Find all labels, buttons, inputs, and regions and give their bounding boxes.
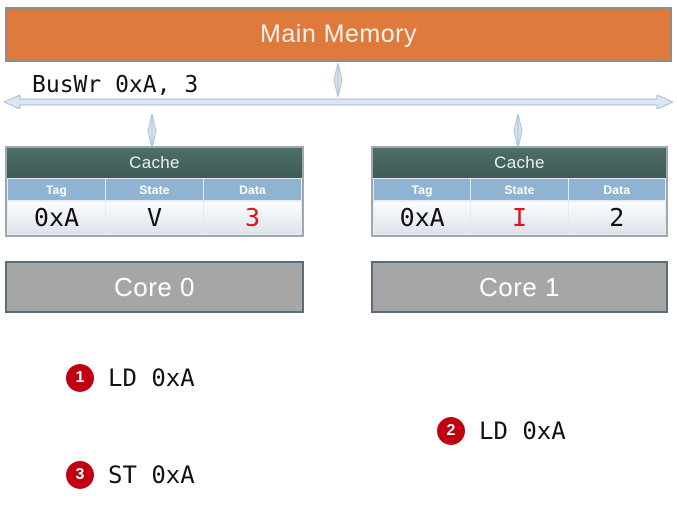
bus-cache1-connector-arrow [513, 114, 523, 148]
core1-block: Core 1 [371, 261, 668, 313]
step-3-text: ST 0xA [108, 461, 195, 489]
cache0-cell-tag: 0xA [7, 200, 106, 235]
cache0-col-state: State [105, 178, 204, 201]
cache1-table: Tag State Data 0xA I 2 [372, 178, 667, 235]
step-2-text: LD 0xA [479, 417, 566, 445]
cache1-cell-data: 2 [567, 200, 667, 235]
core0-label: Core 0 [113, 271, 196, 302]
step-1-badge: 1 [66, 364, 94, 392]
bus-transaction-label: BusWr 0xA, 3 [32, 72, 199, 98]
cache1-col-tag: Tag [372, 178, 472, 201]
cache1-data-row: 0xA I 2 [372, 200, 667, 235]
main-memory-label: Main Memory [260, 20, 417, 48]
step-item-3: 3 ST 0xA [66, 461, 195, 489]
cache1-col-state: State [470, 178, 569, 201]
step-2-badge: 2 [437, 417, 465, 445]
cache0-title: Cache [7, 148, 302, 178]
cache0-cell-data: 3 [203, 200, 302, 235]
bus-cache0-connector-arrow [147, 114, 157, 148]
core1-label: Core 1 [478, 271, 561, 302]
cache1-col-data: Data [567, 178, 667, 201]
cache0-col-data: Data [203, 178, 302, 201]
cache-block-core1: Cache Tag State Data 0xA I 2 [371, 146, 668, 237]
main-memory-block: Main Memory [5, 7, 672, 62]
system-bus-arrow [4, 95, 673, 109]
cache0-col-tag: Tag [7, 178, 106, 201]
cache1-cell-state: I [470, 200, 569, 235]
cache0-cell-state: V [105, 200, 204, 235]
step-1-text: LD 0xA [108, 364, 195, 392]
cache0-header-row: Tag State Data [7, 178, 302, 201]
step-3-badge: 3 [66, 461, 94, 489]
cache0-table: Tag State Data 0xA V 3 [7, 178, 302, 235]
cache0-data-row: 0xA V 3 [7, 200, 302, 235]
cache-block-core0: Cache Tag State Data 0xA V 3 [5, 146, 304, 237]
memory-bus-connector-arrow [333, 63, 343, 97]
cache1-header-row: Tag State Data [372, 178, 667, 201]
cache1-title: Cache [373, 148, 666, 178]
core0-block: Core 0 [5, 261, 304, 313]
step-item-2: 2 LD 0xA [437, 417, 566, 445]
cache1-cell-tag: 0xA [372, 200, 472, 235]
step-item-1: 1 LD 0xA [66, 364, 195, 392]
